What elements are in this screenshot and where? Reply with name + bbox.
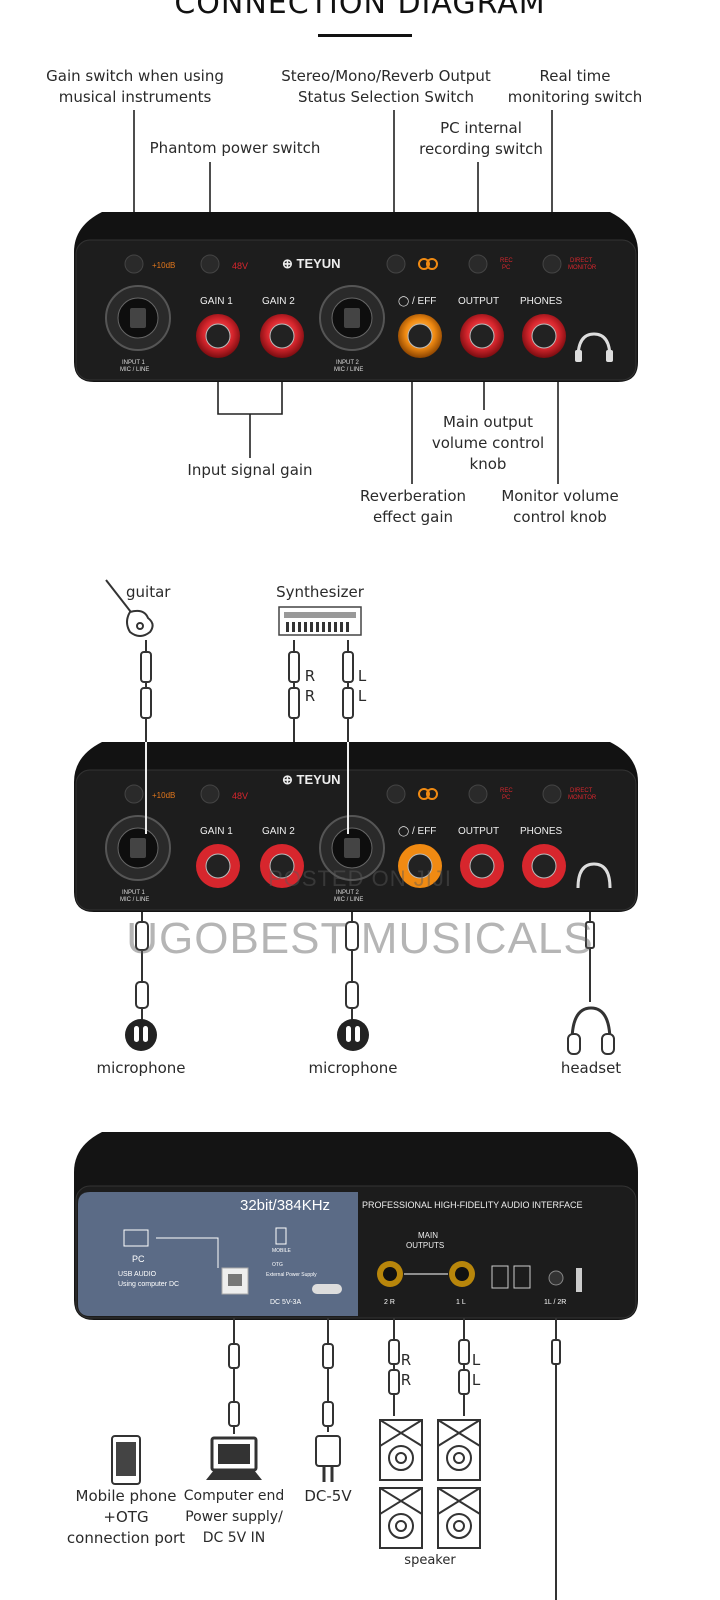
svg-text:DIRECT: DIRECT (570, 258, 593, 264)
label-rear-r1: R (400, 1351, 412, 1369)
svg-text:◯ / EFF: ◯ / EFF (398, 296, 436, 307)
label-guitar: guitar (126, 583, 171, 601)
svg-text:INPUT 1: INPUT 1 (122, 890, 146, 896)
svg-text:External Power Supply: External Power Supply (266, 1272, 317, 1278)
label-rear-l2: L (471, 1371, 481, 1389)
label-main-output: Main output volume control knob (431, 413, 545, 473)
label-microphone-1: microphone (96, 1059, 186, 1077)
synthesizer-icon (278, 606, 362, 636)
label-speaker: speaker (404, 1553, 456, 1568)
svg-text:PC: PC (502, 265, 511, 271)
svg-text:MIC / LINE: MIC / LINE (334, 897, 363, 903)
watermark-posted: POSTED ON JIJI (268, 866, 452, 891)
svg-text:PHONES: PHONES (520, 296, 563, 307)
svg-text:OTG: OTG (272, 1262, 283, 1268)
label-rear-r2: R (400, 1371, 412, 1389)
label-synthesizer: Synthesizer (276, 583, 364, 601)
title-underline (318, 34, 412, 37)
svg-text:INPUT 2: INPUT 2 (336, 890, 360, 896)
label-synth-r2: R (304, 687, 316, 705)
svg-text:2 R: 2 R (384, 1299, 395, 1306)
speaker-icon (379, 1419, 481, 1549)
power-adapter-icon (315, 1435, 341, 1482)
label-realtime-monitor: Real time monitoring switch (507, 67, 643, 106)
label-mobile-otg: Mobile phone +OTG connection port (66, 1487, 186, 1547)
svg-text:MAIN: MAIN (418, 1231, 438, 1240)
svg-text:GAIN 2: GAIN 2 (262, 296, 295, 307)
svg-text:PC: PC (502, 795, 511, 801)
rear-cables (228, 1318, 561, 1600)
label-synth-l1: L (357, 667, 367, 685)
label-synth-r1: R (304, 667, 316, 685)
svg-text:⊕ TEYUN: ⊕ TEYUN (282, 256, 341, 271)
rear-panel-device: 32bit/384KHz PROFESSIONAL HIGH-FIDELITY … (74, 1132, 638, 1320)
svg-text:+10dB: +10dB (152, 791, 175, 800)
svg-text:INPUT 2: INPUT 2 (336, 360, 360, 366)
microphone-icon (337, 1019, 369, 1051)
watermark-seller: UGOBEST MUSICALS (126, 914, 594, 963)
db10-text: +10dB (152, 261, 175, 270)
label-synth-l2: L (357, 687, 367, 705)
svg-text:OUTPUTS: OUTPUTS (406, 1241, 444, 1250)
svg-text:MOBILE: MOBILE (272, 1248, 292, 1254)
microphone-icon (125, 1019, 157, 1051)
svg-text:REC: REC (500, 788, 513, 794)
svg-text:GAIN 1: GAIN 1 (200, 826, 233, 837)
label-computer-end: Computer end Power supply/ DC 5V IN (183, 1488, 285, 1546)
diagram-title: CONNECTION DIAGRAM (174, 0, 546, 21)
svg-text:⊕ TEYUN: ⊕ TEYUN (282, 772, 341, 787)
label-microphone-2: microphone (308, 1059, 398, 1077)
label-pc-internal: PC internal recording switch (419, 119, 543, 158)
label-reverb-gain: Reverberation effect gain (359, 487, 467, 526)
svg-text:1 L: 1 L (456, 1299, 466, 1306)
guitar-icon (105, 579, 154, 637)
label-phantom-power: Phantom power switch (149, 139, 321, 157)
label-headset: headset (560, 1059, 622, 1077)
svg-text:REC: REC (500, 258, 513, 264)
svg-text:DC 5V-3A: DC 5V-3A (270, 1299, 301, 1306)
svg-text:PHONES: PHONES (520, 826, 563, 837)
label-stereo-mono-switch: Stereo/Mono/Reverb Output Status Selecti… (281, 67, 491, 106)
svg-text:PC: PC (132, 1254, 145, 1264)
svg-text:MIC / LINE: MIC / LINE (120, 897, 149, 903)
mobile-phone-icon (111, 1435, 141, 1485)
svg-text:48V: 48V (232, 261, 248, 271)
svg-text:32bit/384KHz: 32bit/384KHz (240, 1197, 330, 1214)
svg-text:MIC / LINE: MIC / LINE (120, 367, 149, 373)
svg-text:◯ / EFF: ◯ / EFF (398, 826, 436, 837)
svg-text:INPUT 1: INPUT 1 (122, 360, 146, 366)
svg-text:1L / 2R: 1L / 2R (544, 1299, 566, 1306)
svg-text:USB AUDIO: USB AUDIO (118, 1271, 157, 1278)
svg-text:MONITOR: MONITOR (568, 795, 597, 801)
svg-text:GAIN 1: GAIN 1 (200, 296, 233, 307)
svg-text:MIC / LINE: MIC / LINE (334, 367, 363, 373)
svg-text:48V: 48V (232, 791, 248, 801)
label-input-gain: Input signal gain (187, 461, 313, 479)
svg-text:GAIN 2: GAIN 2 (262, 826, 295, 837)
svg-text:MONITOR: MONITOR (568, 265, 597, 271)
svg-text:PROFESSIONAL HIGH-FIDELITY AUD: PROFESSIONAL HIGH-FIDELITY AUDIO INTERFA… (362, 1200, 583, 1210)
label-gain-switch: Gain switch when using musical instrumen… (46, 67, 224, 106)
label-rear-l1: L (471, 1351, 481, 1369)
svg-text:DIRECT: DIRECT (570, 788, 593, 794)
svg-text:OUTPUT: OUTPUT (458, 826, 499, 837)
label-monitor-volume: Monitor volume control knob (501, 487, 619, 526)
headset-icon (567, 1006, 615, 1055)
label-dc5v: DC-5V (304, 1487, 352, 1505)
computer-icon (206, 1436, 262, 1480)
svg-text:OUTPUT: OUTPUT (458, 296, 499, 307)
svg-text:Using computer DC: Using computer DC (118, 1281, 179, 1288)
